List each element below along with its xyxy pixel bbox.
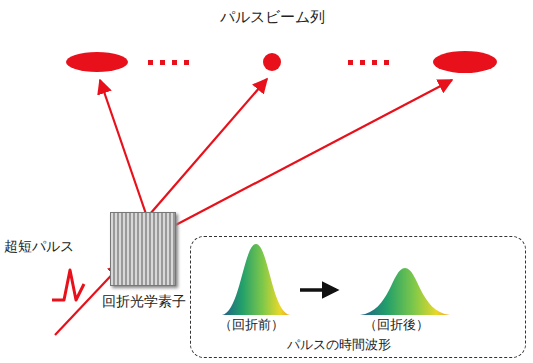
node-text: （回折後）	[364, 317, 429, 333]
diffractive-optical-element: 回折光学素子	[110, 212, 176, 286]
change-arrow	[300, 288, 336, 292]
pulse-beam-spots	[66, 51, 497, 73]
node-text: （回折前）	[219, 317, 284, 333]
pulse-after	[360, 268, 450, 315]
waveform-panel: （回折前） （回折後） パルスの時間波形	[190, 236, 526, 358]
pulse-symbol	[52, 270, 84, 300]
diffracted-beams	[100, 79, 452, 228]
pulse-before	[222, 244, 290, 315]
node-text: パルスの時間波形	[287, 337, 391, 353]
node-text: 回折光学素子	[102, 293, 186, 310]
figure-title: パルスビーム列	[220, 8, 325, 26]
part-label: 超短パルス	[4, 238, 74, 255]
